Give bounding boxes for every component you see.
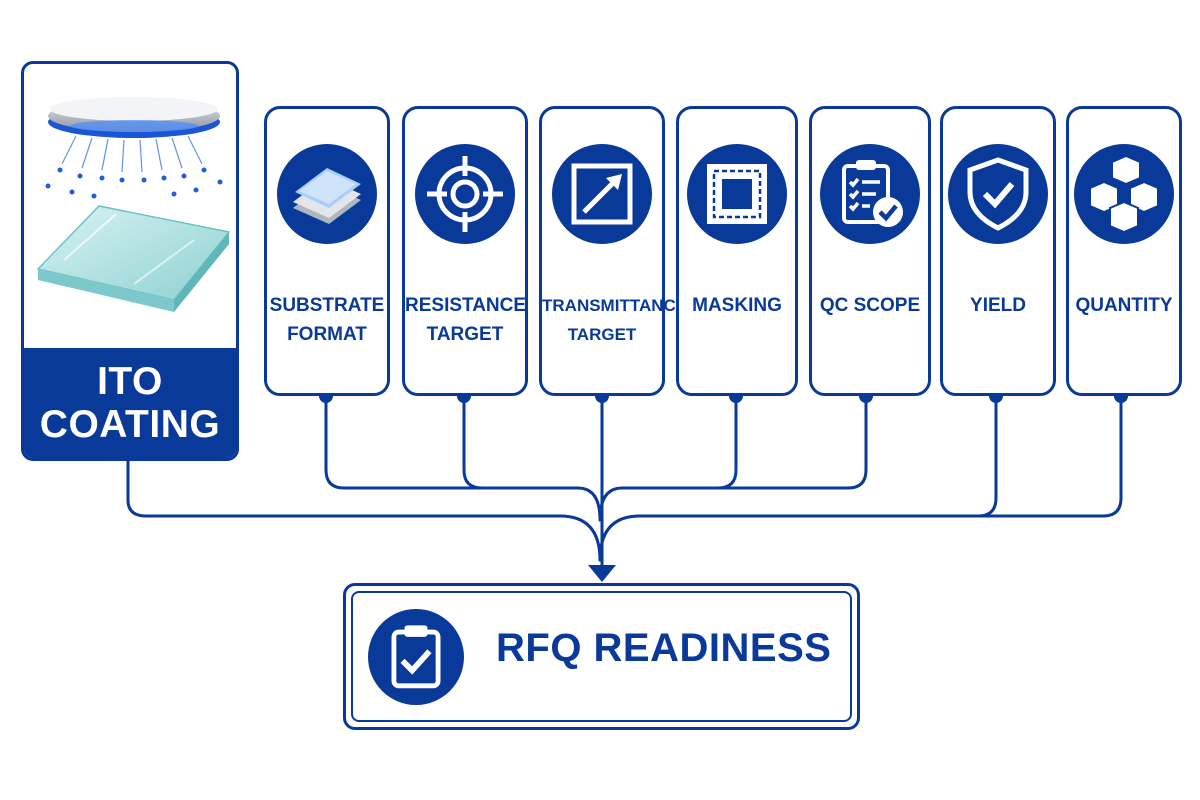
checklist-clipboard-icon	[820, 144, 920, 244]
card-label-line: MASKING	[692, 295, 782, 316]
ito-label-line-2: COATING	[39, 403, 221, 446]
card-quantity: QUANTITY	[1066, 106, 1182, 396]
card-label: MASKING	[679, 291, 795, 320]
ito-label-line-1: ITO	[97, 360, 163, 403]
card-label: RESISTANCE TARGET	[405, 291, 527, 349]
ito-coating-label: ITO COATING	[24, 348, 236, 458]
rfq-readiness-label: RFQ READINESS	[496, 626, 832, 670]
shield-check-icon	[948, 144, 1048, 244]
card-label-line: YIELD	[970, 295, 1026, 316]
card-label: TRANSMITTANCE TARGET	[542, 291, 688, 349]
card-label: QUANTITY	[1069, 291, 1179, 320]
card-label-line: QUANTITY	[1075, 295, 1173, 316]
transmittance-arrow-icon	[552, 144, 652, 244]
masking-square-icon	[687, 144, 787, 244]
card-label-line: TRANSMITTANCE	[542, 296, 688, 315]
substrate-layers-icon	[277, 144, 377, 244]
card-label-line: TARGET	[426, 324, 504, 345]
card-qc-scope: QC SCOPE	[809, 106, 931, 396]
clipboard-check-icon	[368, 609, 464, 705]
card-label-line: FORMAT	[287, 324, 367, 345]
card-label-line: SUBSTRATE	[269, 295, 385, 316]
sputter-coating-icon	[36, 97, 231, 312]
card-yield: YIELD	[940, 106, 1056, 396]
card-masking: MASKING	[676, 106, 798, 396]
card-label-line: TARGET	[567, 325, 637, 344]
rfq-readiness-box: RFQ READINESS	[343, 583, 860, 730]
stacked-boxes-icon	[1074, 144, 1174, 244]
card-substrate-format: SUBSTRATE FORMAT	[264, 106, 390, 396]
card-resistance-target: RESISTANCE TARGET	[402, 106, 528, 396]
rfq-inner-frame	[351, 591, 852, 722]
card-transmittance-target: TRANSMITTANCE TARGET	[539, 106, 688, 396]
card-label-line: RESISTANCE	[405, 295, 527, 316]
card-label: YIELD	[943, 291, 1053, 320]
card-label: QC SCOPE	[812, 291, 928, 320]
ito-coating-card: ITO COATING	[21, 61, 239, 461]
crosshair-target-icon	[415, 144, 515, 244]
card-label: SUBSTRATE FORMAT	[267, 291, 387, 349]
card-label-line: QC SCOPE	[819, 295, 921, 316]
